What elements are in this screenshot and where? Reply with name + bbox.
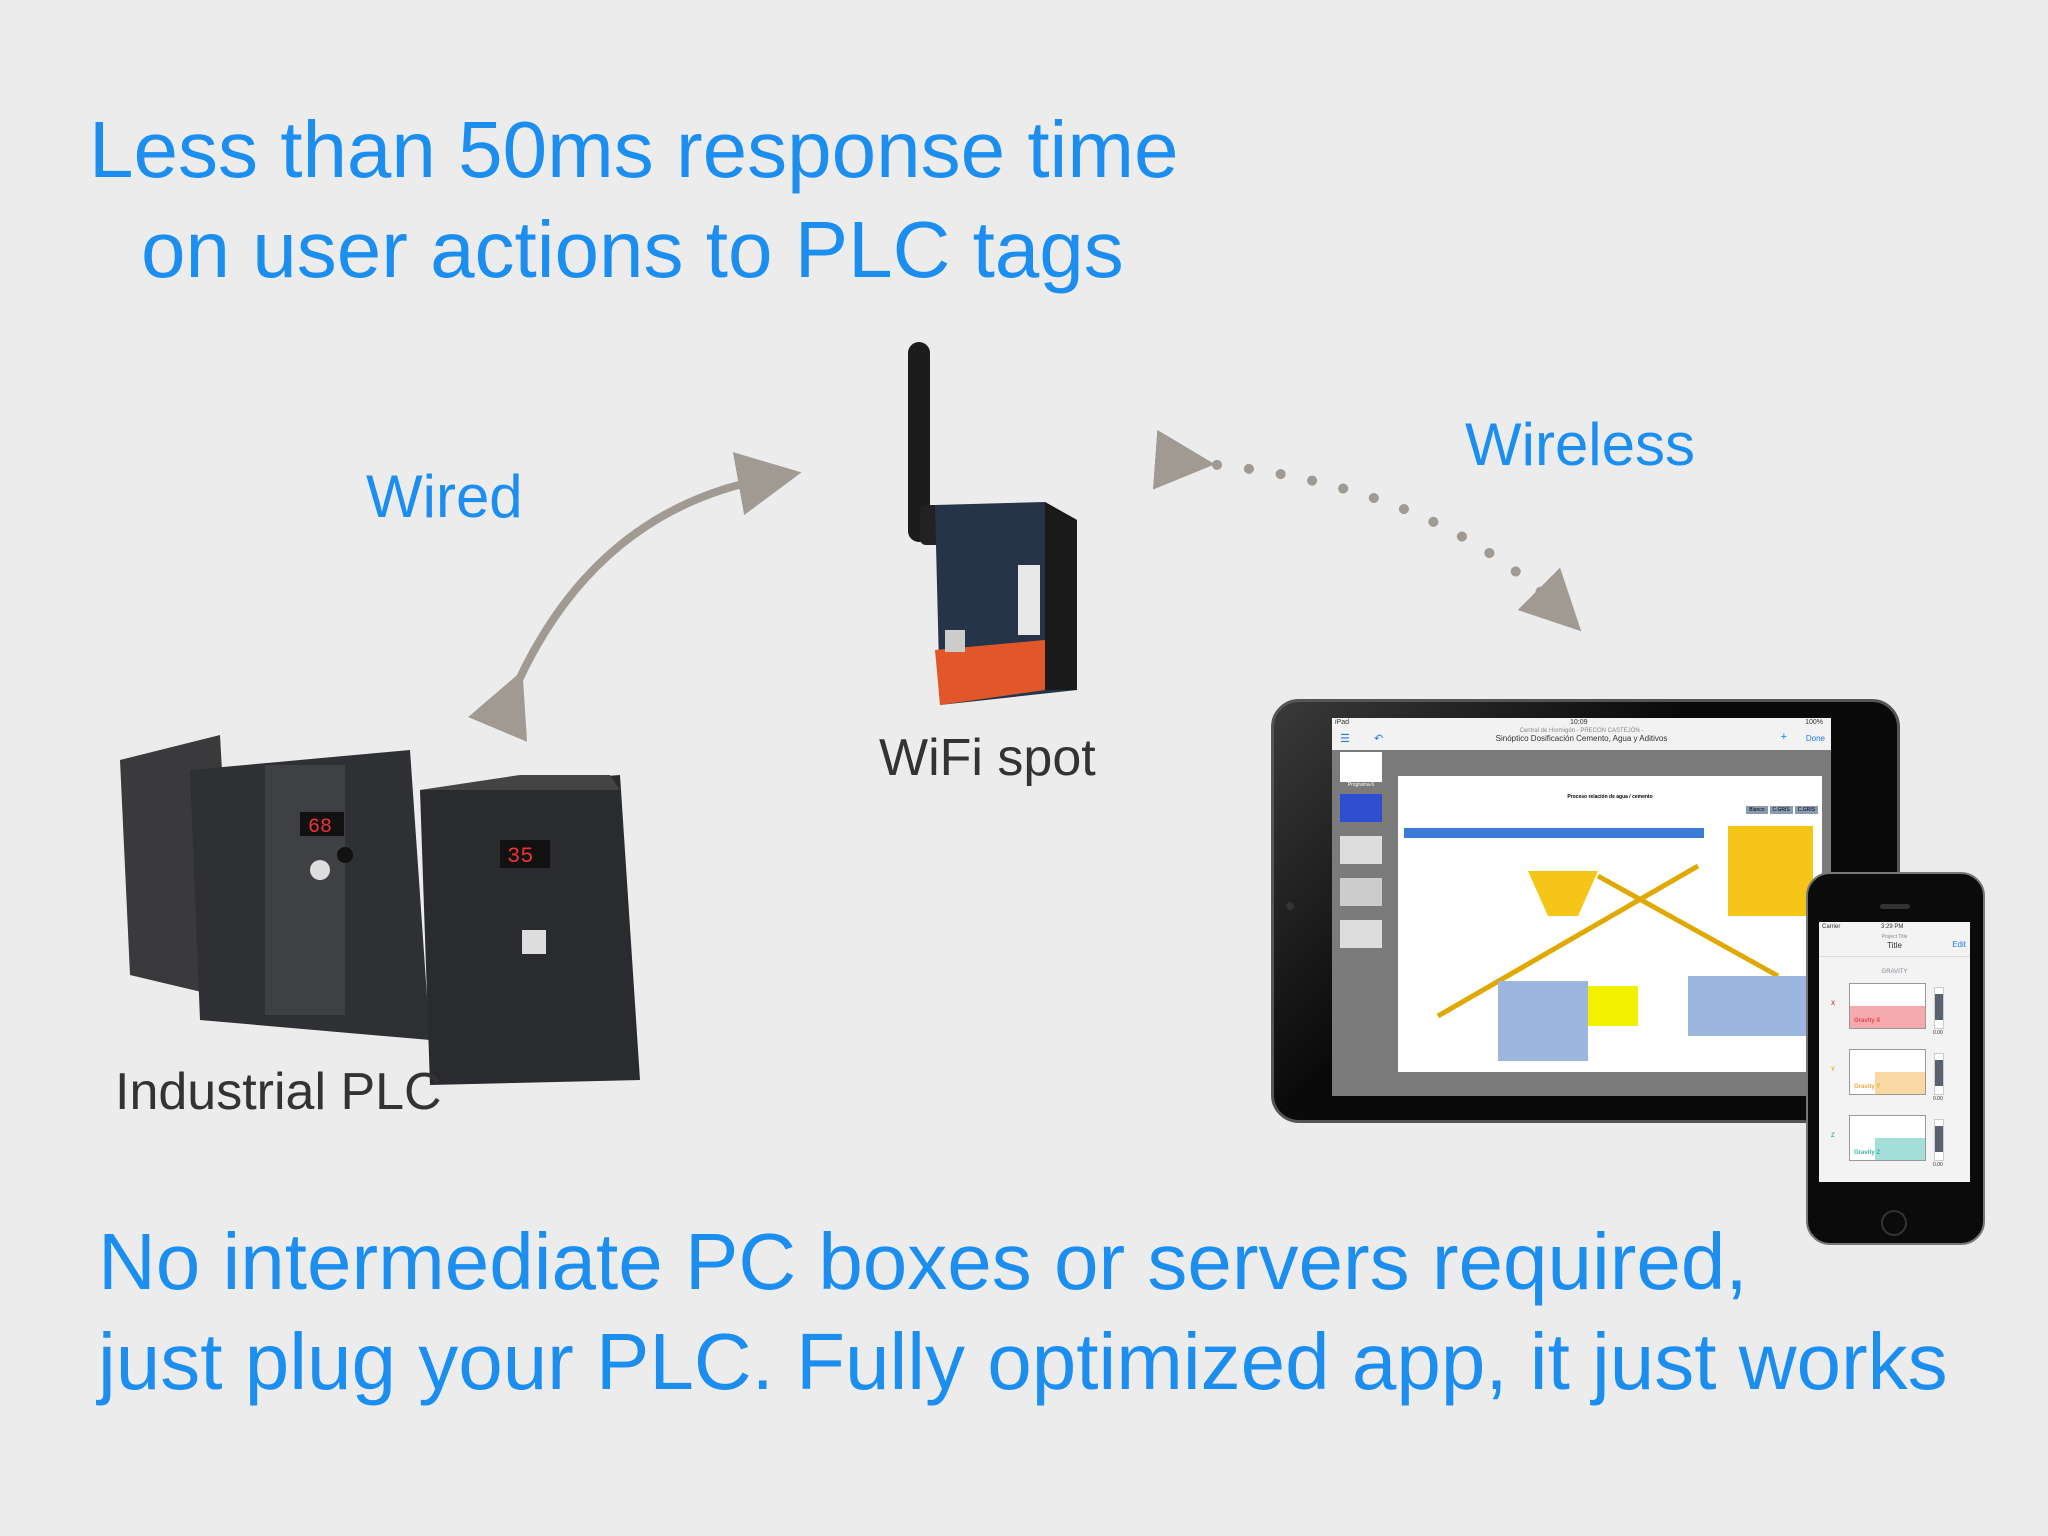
ipad-page-heading: Proceso relación de agua / cemento (1567, 794, 1653, 800)
footer-line1: No intermediate PC boxes or servers requ… (98, 1217, 1748, 1306)
wireless-label: Wireless (1465, 411, 1696, 478)
axis-label: Z (1831, 1133, 1835, 1139)
industrial-plc-image: 68 35 (120, 735, 640, 1085)
ipad-status-battery: 100% (1805, 719, 1823, 726)
slider-value: 0.00 (1933, 1096, 1943, 1102)
ipad-title: Sinóptico Dosificación Cemento, Agua y A… (1495, 734, 1668, 743)
series-name: Gravity X (1854, 1018, 1881, 1024)
ipad-screen: iPad 10:09 100% ☰ ↶ Central de Hormigón … (1332, 718, 1831, 1096)
ipad-thumb-label: Programa-5 (1347, 782, 1375, 788)
ipad-subtitle: Central de Hormigón - PRECON CASTEJÓN - (1519, 728, 1644, 734)
slider-value: 0.00 (1933, 1162, 1943, 1168)
footer: No intermediate PC boxes or servers requ… (98, 1212, 1948, 1412)
wifi-router-image (908, 342, 1077, 705)
wired-label: Wired (366, 463, 523, 530)
value-slider[interactable] (1934, 1053, 1944, 1095)
gravity-chart-x: X Gravity X 0.00 (1819, 979, 1970, 1041)
ipad-synoptic-page: Proceso relación de agua / cemento Blanc… (1398, 776, 1822, 1072)
iphone-edit-button[interactable]: Edit (1952, 940, 1966, 949)
series-name: Gravity Y (1854, 1084, 1881, 1090)
chart-plot: Gravity X (1849, 983, 1926, 1029)
axis-label: X (1831, 1001, 1836, 1007)
industrial-plc-label: Industrial PLC (115, 1063, 442, 1121)
value-slider[interactable] (1934, 987, 1944, 1029)
silo-button[interactable]: Blanco (1746, 806, 1768, 814)
ipad-undo-icon[interactable]: ↶ (1374, 733, 1384, 745)
iphone-title: Title (1887, 941, 1902, 950)
headline-line2: on user actions to PLC tags (141, 205, 1124, 294)
chart-plot: Gravity Z (1849, 1115, 1926, 1161)
iphone-carrier: Carrier (1822, 924, 1841, 930)
iphone-time: 3:29 PM (1881, 924, 1904, 930)
iphone-device: Carrier 3:29 PM Project Title Title Edit… (1806, 872, 1985, 1245)
chart-plot: Gravity Y (1849, 1049, 1926, 1095)
wired-arrow (468, 452, 802, 742)
ipad-device: iPad 10:09 100% ☰ ↶ Central de Hormigón … (1271, 699, 1900, 1123)
ipad-status-time: 10:09 (1570, 719, 1588, 726)
gravity-chart-z: Z Gravity Z 0.00 (1819, 1111, 1970, 1173)
wifi-spot-label: WiFi spot (879, 729, 1096, 787)
ipad-add-icon[interactable]: + (1780, 731, 1787, 743)
svg-text:35: 35 (507, 844, 533, 869)
footer-line2: just plug your PLC. Fully optimized app,… (98, 1317, 1948, 1406)
ipad-menu-icon[interactable]: ☰ (1340, 733, 1350, 745)
value-slider[interactable] (1934, 1119, 1944, 1161)
ipad-status-carrier: iPad (1335, 719, 1350, 726)
series-name: Gravity Z (1854, 1150, 1881, 1156)
wireless-arrow (1152, 429, 1582, 632)
ipad-thumbnails: Programa-5 (1340, 752, 1382, 1092)
iphone-screen: Carrier 3:29 PM Project Title Title Edit… (1819, 922, 1970, 1182)
gravity-chart-y: Y Gravity Y 0.00 (1819, 1045, 1970, 1107)
gravity-section-title: GRAVITY (1881, 969, 1908, 975)
slider-value: 0.00 (1933, 1030, 1943, 1036)
headline: Less than 50ms response time on user act… (89, 100, 1178, 300)
silo-button[interactable]: C.GRIS (1794, 806, 1818, 814)
headline-line1: Less than 50ms response time (89, 105, 1179, 194)
ipad-done-button[interactable]: Done (1805, 734, 1825, 743)
iphone-project-title: Project Title (1881, 934, 1908, 940)
axis-label: Y (1831, 1067, 1836, 1073)
silo-button[interactable]: C.GRIS (1769, 806, 1793, 814)
svg-text:68: 68 (308, 816, 332, 839)
